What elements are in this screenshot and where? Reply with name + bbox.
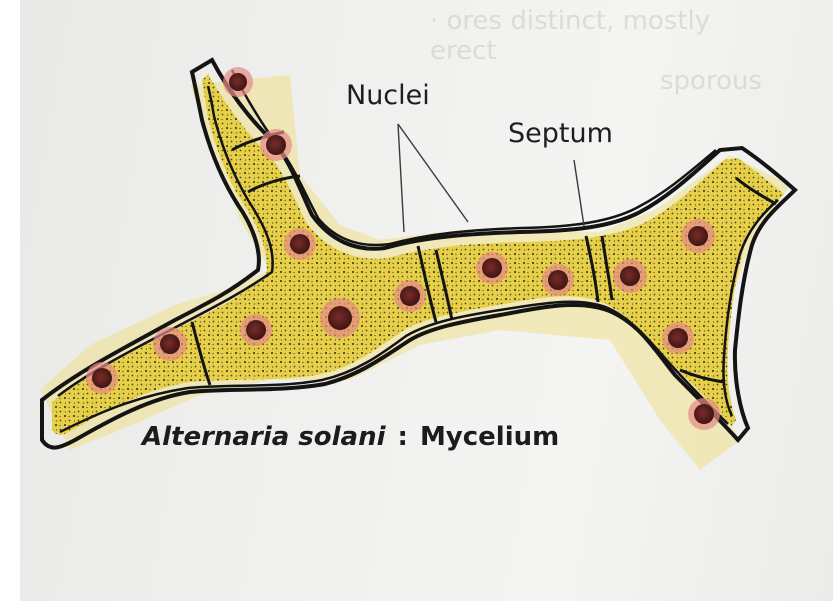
nucleus: [613, 259, 647, 293]
nucleus: [542, 264, 574, 296]
nucleus: [681, 219, 715, 253]
nucleus: [688, 398, 720, 430]
nucleus: [86, 362, 118, 394]
caption-separator: :: [398, 422, 408, 452]
nucleus: [223, 67, 253, 97]
nucleus: [260, 129, 292, 161]
septum-label: Septum: [508, 118, 613, 149]
nuclei-label: Nuclei: [346, 80, 430, 111]
nucleus: [284, 228, 316, 260]
nucleus: [394, 280, 426, 312]
nucleus: [153, 327, 187, 361]
structure-name: Mycelium: [420, 422, 559, 452]
figure-caption: Alternaria solani: Mycelium: [142, 422, 559, 452]
nuclei-leader-line: [398, 124, 404, 232]
nucleus: [320, 298, 360, 338]
nuclei-leader-line: [398, 124, 468, 222]
nucleus: [240, 314, 272, 346]
nucleus: [662, 322, 694, 354]
species-name: Alternaria solani: [142, 422, 386, 452]
septum-leader-line: [574, 160, 584, 226]
nucleus: [476, 252, 508, 284]
